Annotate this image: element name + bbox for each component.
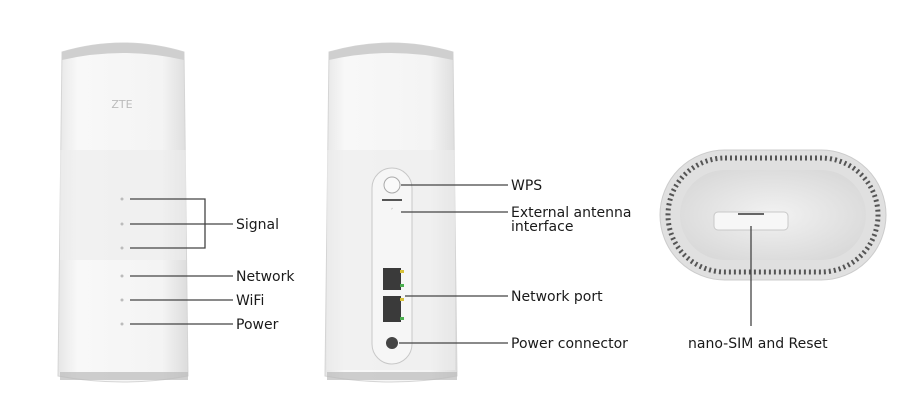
- signal-led-2: [120, 222, 124, 226]
- wps-label: WPS: [511, 178, 542, 194]
- router-top-view: nano-SIM and Reset: [659, 149, 887, 352]
- network-label: Network: [236, 269, 295, 285]
- panel-divider: [382, 199, 402, 201]
- signal-label: Signal: [236, 217, 279, 233]
- power-jack: [386, 337, 398, 349]
- network-led: [120, 274, 124, 278]
- antenna-label-line2: interface: [511, 219, 573, 235]
- wifi-led: [120, 298, 124, 302]
- power-label: Power: [236, 317, 279, 333]
- back-callout-lines: [399, 184, 508, 344]
- ethernet-ports: [383, 268, 404, 322]
- signal-led-3: [120, 246, 124, 250]
- zte-logo: ZTE: [111, 98, 132, 111]
- router-front-view: ZTE Signal Network WiFi Power: [57, 42, 295, 383]
- network-port-label: Network port: [511, 289, 603, 305]
- wps-button: [383, 176, 401, 194]
- power-led: [120, 322, 124, 326]
- antenna-port-icon: ʼ: [391, 207, 393, 215]
- antenna-label-line1: External antenna: [511, 205, 631, 221]
- signal-led-1: [120, 197, 124, 201]
- led-indicators: [120, 197, 124, 326]
- router-back-view: ʼ WPS External antenna interface Network…: [324, 42, 631, 383]
- front-callout-lines: [130, 198, 233, 325]
- wifi-label: WiFi: [236, 293, 264, 309]
- back-panel: [371, 167, 413, 365]
- power-connector-label: Power connector: [511, 336, 628, 352]
- sim-reset-label: nano-SIM and Reset: [688, 336, 828, 352]
